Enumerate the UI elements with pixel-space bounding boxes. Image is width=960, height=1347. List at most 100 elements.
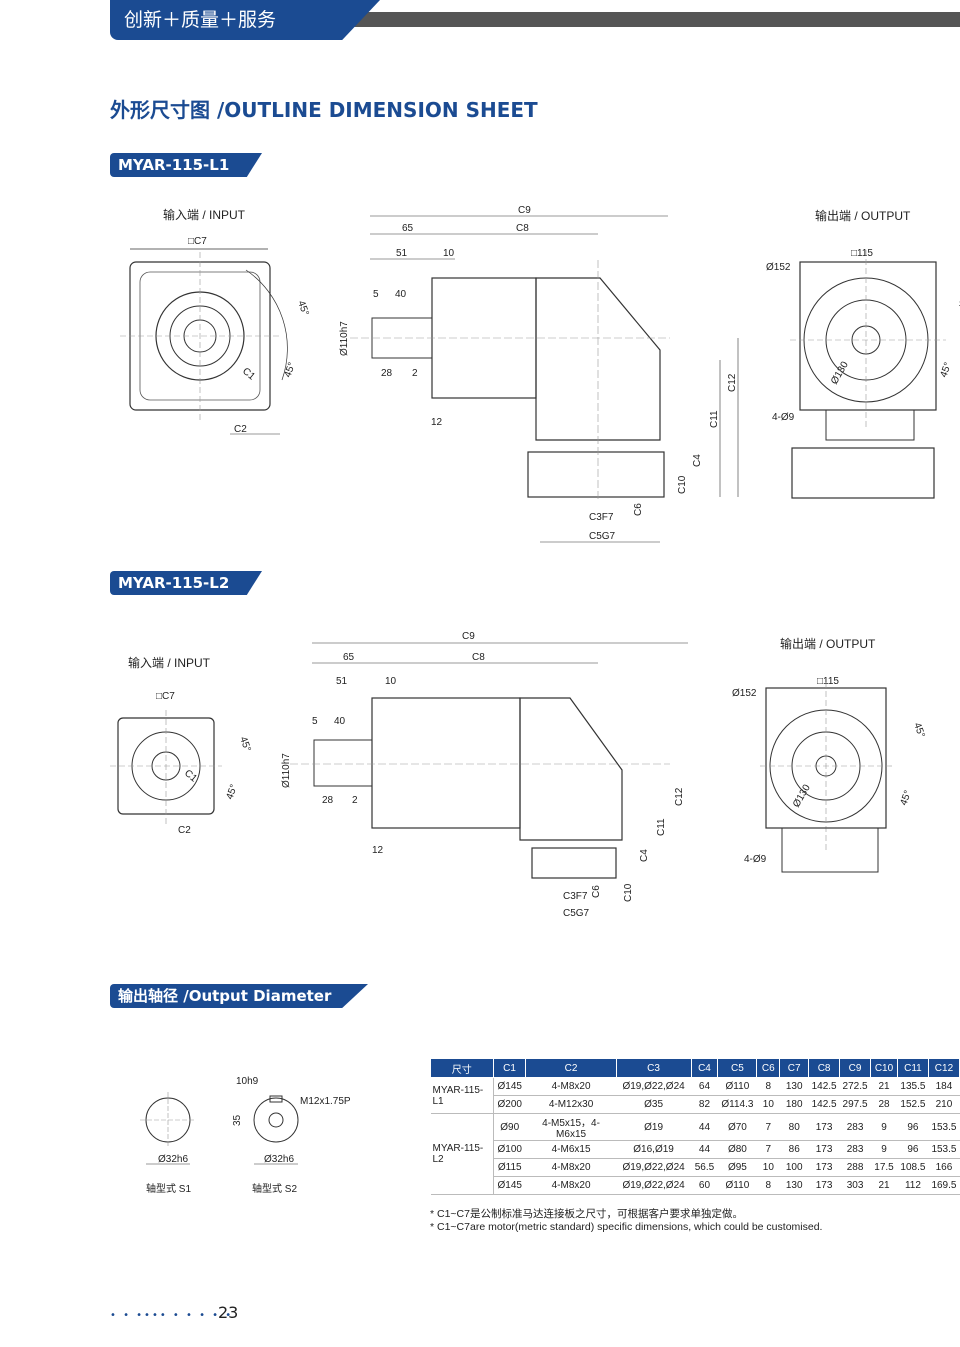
page-dots: • • •••• • • • • • <box>110 1310 234 1321</box>
dim-c2: C2 <box>234 424 247 435</box>
table-cell: 166 <box>928 1158 960 1177</box>
input-label-l1: 输入端 / INPUT <box>163 207 246 222</box>
table-cell: 184 <box>928 1077 960 1096</box>
table-cell: 17.5 <box>870 1158 898 1177</box>
dim-sq115: □115 <box>851 248 873 259</box>
page-title: 外形尺寸图 /OUTLINE DIMENSION SHEET <box>110 98 538 122</box>
s1-dia: Ø32h6 <box>158 1154 188 1165</box>
table-cell: 7 <box>756 1113 780 1141</box>
l2-dim-d152: Ø152 <box>732 688 757 699</box>
th: C5 <box>717 1058 758 1078</box>
table-cell: Ø114.3 <box>717 1095 757 1114</box>
output-label-l1: 输出端 / OUTPUT <box>815 208 911 223</box>
table-cell: 7 <box>756 1140 780 1159</box>
table-cell: 283 <box>839 1113 871 1141</box>
shaft-drawings: Ø32h6 轴型式 S1 10h9 35 M12x1.75P Ø32h6 轴型式… <box>140 1076 351 1195</box>
page-number: 23 <box>218 1303 239 1322</box>
table-cell: 130 <box>779 1077 809 1096</box>
l2-dim-c10: C10 <box>623 883 634 902</box>
dim-45c: 45° <box>955 299 960 317</box>
table-cell: 4-M6x15 <box>525 1140 617 1159</box>
th: 尺寸 <box>430 1058 494 1078</box>
th: C4 <box>690 1058 719 1078</box>
table-cell: 288 <box>839 1158 871 1177</box>
table-cell: 180 <box>779 1095 809 1114</box>
table-header-row: 尺寸 C1 C2 C3 C4 C5 C6 C7 C8 C9 C10 C11 C1… <box>430 1058 960 1078</box>
table-cell: 173 <box>808 1176 840 1195</box>
l2-dim-h49: 4-Ø9 <box>744 854 767 865</box>
l2-dim-51: 51 <box>336 676 348 687</box>
dim-10: 10 <box>443 248 455 259</box>
table-model-cell: MYAR-115-L1 <box>430 1077 494 1114</box>
dim-65: 65 <box>402 223 414 234</box>
table-cell: 8 <box>756 1176 780 1195</box>
dim-h49: 4-Ø9 <box>772 412 795 423</box>
table-cell: 10 <box>756 1158 780 1177</box>
s1-label: 轴型式 S1 <box>146 1182 191 1195</box>
table-cell: 272.5 <box>839 1077 871 1096</box>
table-cell: 9 <box>870 1140 898 1159</box>
dim-c10: C10 <box>677 475 688 494</box>
table-cell: 56.5 <box>691 1158 718 1177</box>
table-cell: Ø100 <box>493 1140 526 1159</box>
table-cell: 8 <box>756 1077 780 1096</box>
th: C3 <box>615 1058 692 1078</box>
l2-dim-45a: 45° <box>237 735 253 753</box>
l2-dim-c3: C3F7 <box>563 891 588 902</box>
table-cell: 153.5 <box>928 1140 960 1159</box>
dim-c3: C3F7 <box>589 512 614 523</box>
l2-dim-c5: C5G7 <box>563 908 590 919</box>
dim-28: 28 <box>381 368 393 379</box>
table-cell: 82 <box>691 1095 718 1114</box>
table-cell: 4-M8x20 <box>525 1158 617 1177</box>
table-cell: 303 <box>839 1176 871 1195</box>
l2-dim-c11: C11 <box>656 818 667 836</box>
table-model-cell: MYAR-115-L2 <box>430 1113 494 1195</box>
table-cell: 96 <box>897 1140 929 1159</box>
l2-dim-c6: C6 <box>591 885 602 898</box>
dim-c5: C5G7 <box>589 531 616 542</box>
l2-dim-c12: C12 <box>674 787 685 806</box>
dim-c11: C11 <box>709 410 720 428</box>
table-cell: 169.5 <box>928 1176 960 1195</box>
table-cell: 100 <box>779 1158 809 1177</box>
s2-height: 35 <box>232 1114 243 1126</box>
dim-40: 40 <box>395 289 407 300</box>
table-cell: 210 <box>928 1095 960 1114</box>
l2-dim-d110: Ø110h7 <box>281 753 292 788</box>
l2-dim-45b: 45° <box>224 783 240 801</box>
s2-thread: M12x1.75P <box>300 1096 351 1107</box>
drawing-l1-input: 输入端 / INPUT □C7 45° 45° C1 C2 C9 65 C8 5… <box>120 205 960 543</box>
table-cell: Ø19,Ø22,Ø24 <box>616 1176 691 1195</box>
table-cell: 64 <box>691 1077 718 1096</box>
dim-c12: C12 <box>727 373 738 392</box>
table-cell: 297.5 <box>839 1095 871 1114</box>
dim-51: 51 <box>396 248 408 259</box>
input-label-l2: 输入端 / INPUT <box>128 655 211 670</box>
dim-d152: Ø152 <box>766 262 791 273</box>
dim-12: 12 <box>431 417 443 428</box>
table-cell: Ø115 <box>493 1158 526 1177</box>
dim-d130: Ø130 <box>829 359 851 386</box>
l2-dim-12: 12 <box>372 845 384 856</box>
table-cell: 135.5 <box>897 1077 929 1096</box>
table-cell: 152.5 <box>897 1095 929 1114</box>
l2-dim-65: 65 <box>343 652 355 663</box>
l2-dim-40: 40 <box>334 716 346 727</box>
table-cell: 96 <box>897 1113 929 1141</box>
table-cell: 4-M5x15，4-M6x15 <box>525 1113 617 1141</box>
table-cell: Ø80 <box>717 1140 757 1159</box>
table-cell: 108.5 <box>897 1158 929 1177</box>
dim-45b: 45° <box>282 361 298 379</box>
table-cell: Ø145 <box>493 1077 526 1096</box>
table-cell: 112 <box>897 1176 929 1195</box>
dim-5: 5 <box>373 289 379 300</box>
table-cell: 28 <box>870 1095 898 1114</box>
l2-dim-45d: 45° <box>898 789 914 807</box>
l2-dim-28: 28 <box>322 795 334 806</box>
table-cell: 60 <box>691 1176 718 1195</box>
header-tagline: 创新＋质量＋服务 <box>110 0 380 40</box>
model-tab-l1: MYAR-115-L1 <box>110 153 262 177</box>
th: C1 <box>492 1058 527 1078</box>
